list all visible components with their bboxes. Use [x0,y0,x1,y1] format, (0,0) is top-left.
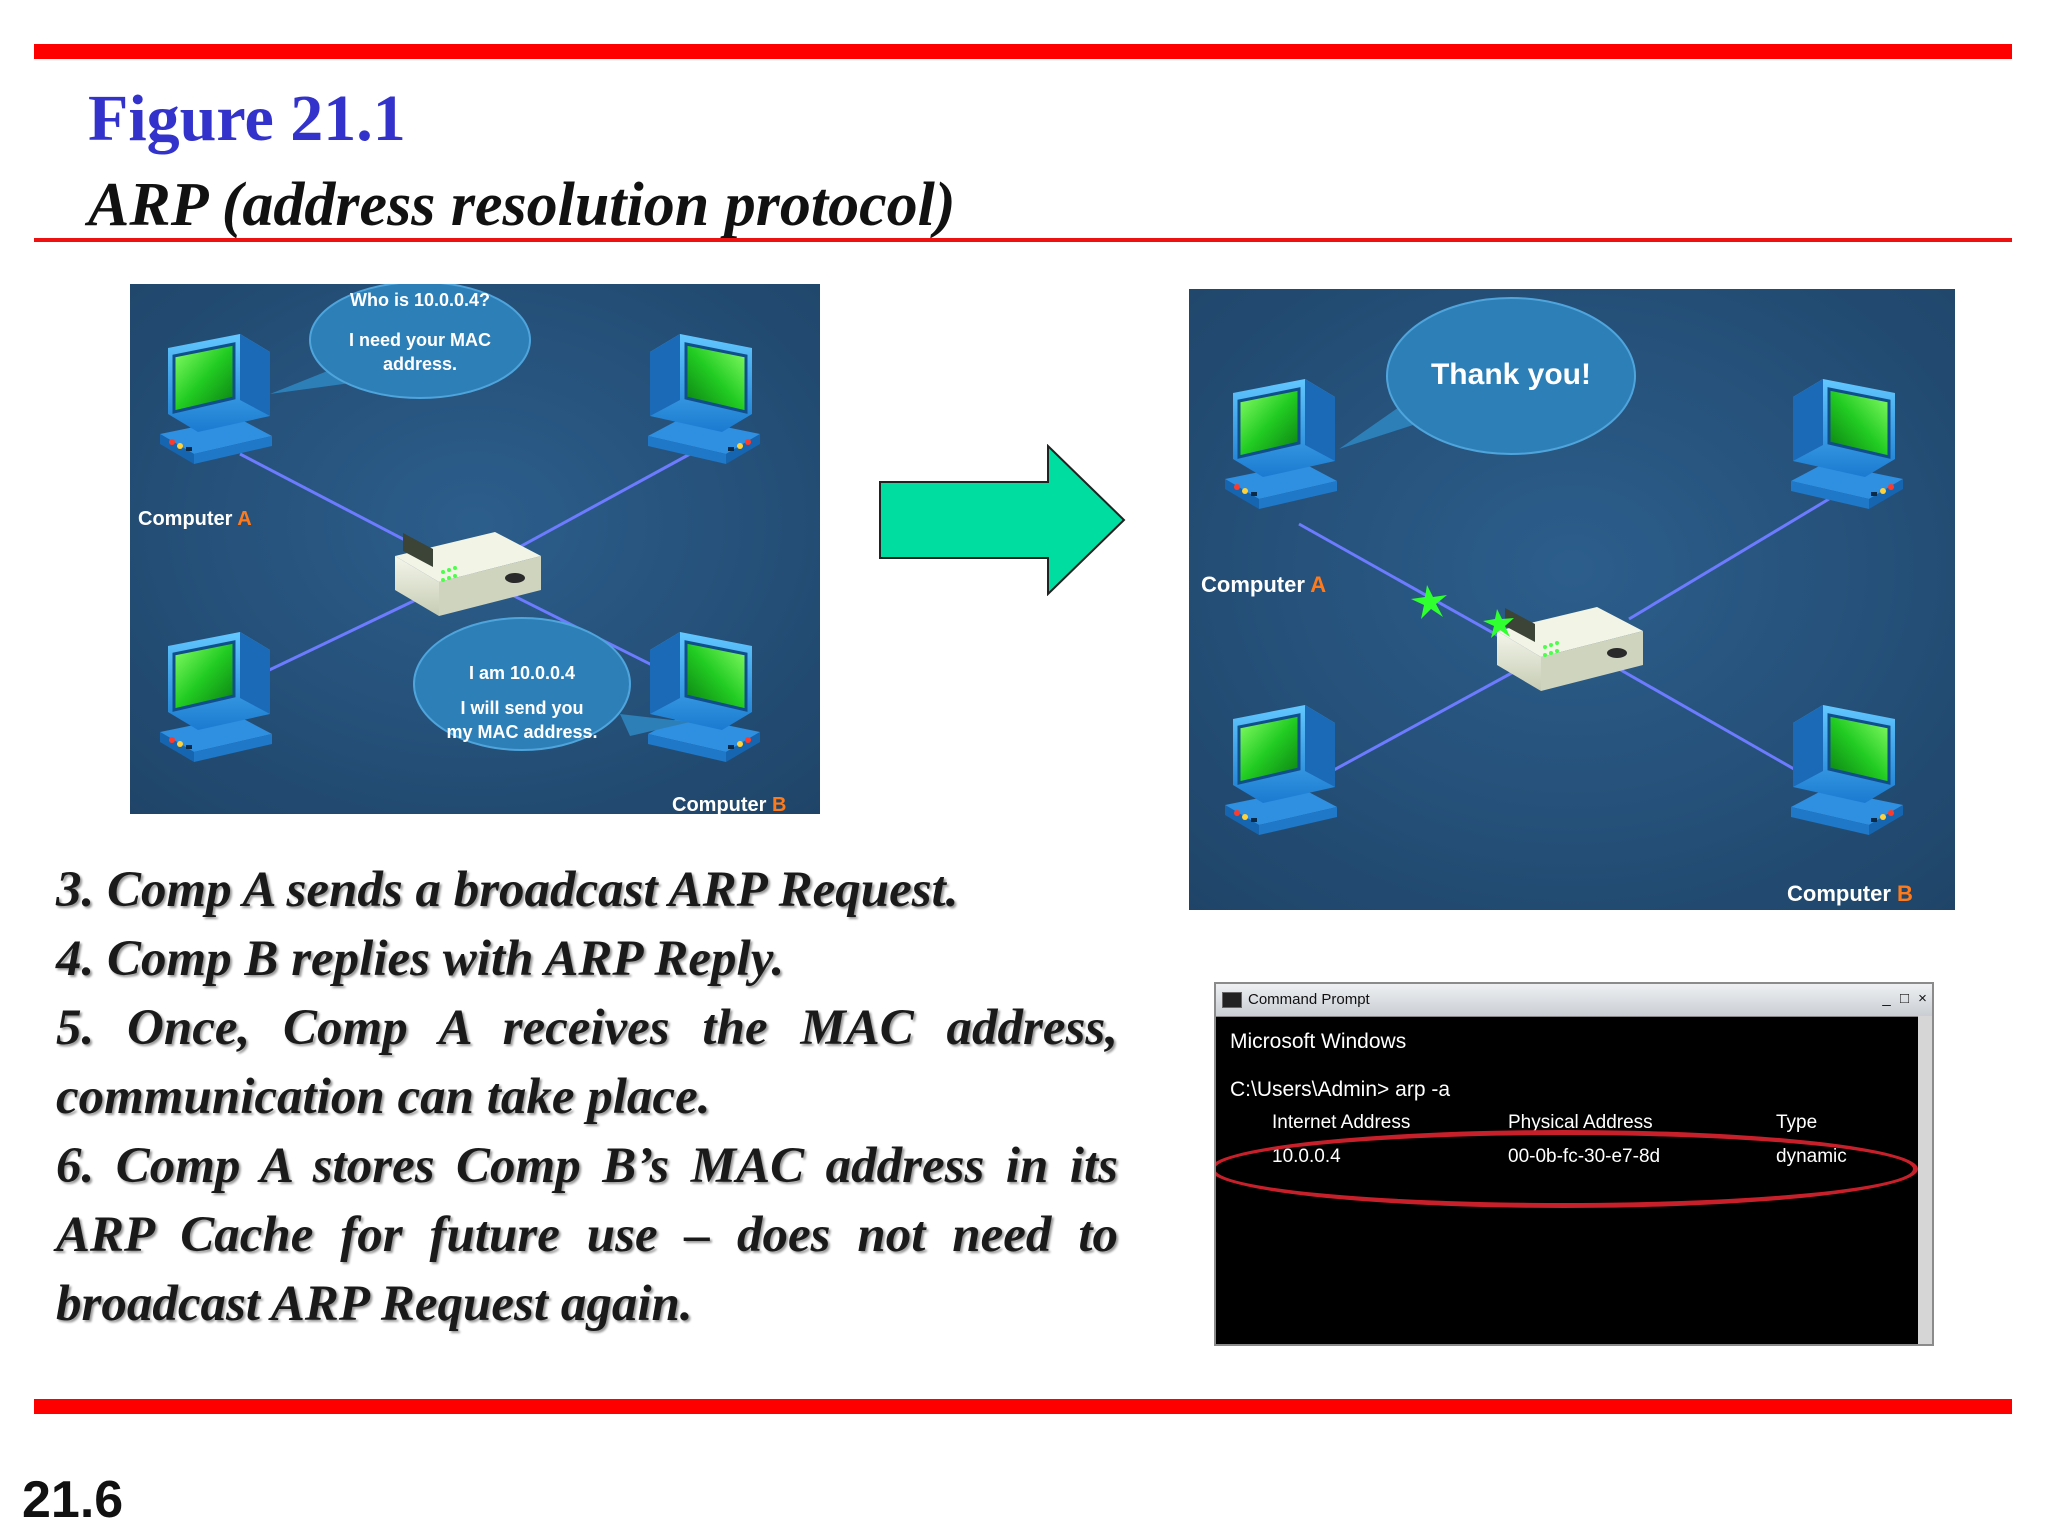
minimize-icon[interactable]: _ [1879,990,1894,1007]
bottom-red-rule [34,1399,2012,1414]
computer-a-label-text: Computer [138,508,237,530]
computer-top-right-icon [648,334,760,464]
command-prompt-window: Command Prompt _ □ × Microsoft Windows C… [1214,982,1934,1346]
command-text: arp -a [1395,1078,1450,1101]
computer-a-icon [1225,379,1337,509]
figure-title: Figure 21.1 [88,86,406,152]
computer-a-icon [160,334,272,464]
cmd-icon [1222,992,1242,1008]
reply-bubble-line1: I am 10.0.0.4 [469,663,575,683]
header-internet-address: Internet Address [1272,1112,1410,1134]
computer-b-label: Computer B [1787,881,1913,906]
page-number: 21.6 [22,1474,123,1526]
request-bubble-line1: Who is 10.0.0.4? [350,290,490,310]
computer-a-label-letter: A [1310,572,1326,597]
computer-bottom-left-icon [1225,705,1337,835]
step-3: 3. Comp A sends a broadcast ARP Request. [56,856,1118,925]
command-line: C:\Users\Admin> arp -a [1230,1078,1450,1102]
computer-b-icon [1791,705,1903,835]
os-line: Microsoft Windows [1230,1030,1406,1054]
arp-request-reply-diagram: Who is 10.0.0.4? I need your MAC address… [130,284,820,814]
computer-b-icon [648,632,760,762]
computer-a-label-letter: A [237,508,251,530]
top-red-rule [34,44,2012,59]
computer-b-label-letter: B [772,794,786,814]
computer-b-label-text: Computer [672,794,772,814]
title-underline-rule [34,238,2012,242]
reply-bubble-line3: my MAC address. [446,722,597,742]
maximize-icon[interactable]: □ [1897,990,1912,1007]
command-prompt-title: Command Prompt [1248,991,1370,1008]
computer-b-label-letter: B [1897,881,1913,906]
computer-a-label: Computer A [1201,572,1326,597]
close-icon[interactable]: × [1915,990,1930,1007]
computer-top-right-icon [1791,379,1903,509]
computer-b-label: Computer B [672,794,786,814]
reply-bubble-line2: I will send you [460,698,583,718]
scrollbar[interactable] [1918,1016,1932,1344]
prompt-text: C:\Users\Admin> [1230,1078,1389,1101]
header-type: Type [1776,1112,1817,1134]
computer-bottom-left-icon [160,632,272,762]
computer-a-label: Computer A [138,508,252,530]
highlight-oval [1214,1130,1918,1208]
request-bubble-line3: address. [383,354,457,374]
figure-subtitle: ARP (address resolution protocol) [88,174,956,236]
arp-complete-diagram: Thank you! Computer A Computer B [1189,289,1955,910]
right-arrow-icon [878,444,1126,596]
request-bubble-line2: I need your MAC [349,330,491,350]
computer-a-label-text: Computer [1201,572,1310,597]
command-prompt-titlebar: Command Prompt _ □ × [1216,984,1932,1017]
command-prompt-output: Microsoft Windows C:\Users\Admin> arp -a… [1216,1016,1918,1344]
computer-b-label-text: Computer [1787,881,1897,906]
arp-steps-list: 3. Comp A sends a broadcast ARP Request.… [56,856,1118,1339]
step-4: 4. Comp B replies with ARP Reply. [56,925,1118,994]
step-5: 5. Once, Comp A receives the MAC address… [56,994,1118,1132]
thanks-bubble-text: Thank you! [1431,358,1591,391]
step-6: 6. Comp A stores Comp B’s MAC address in… [56,1132,1118,1339]
